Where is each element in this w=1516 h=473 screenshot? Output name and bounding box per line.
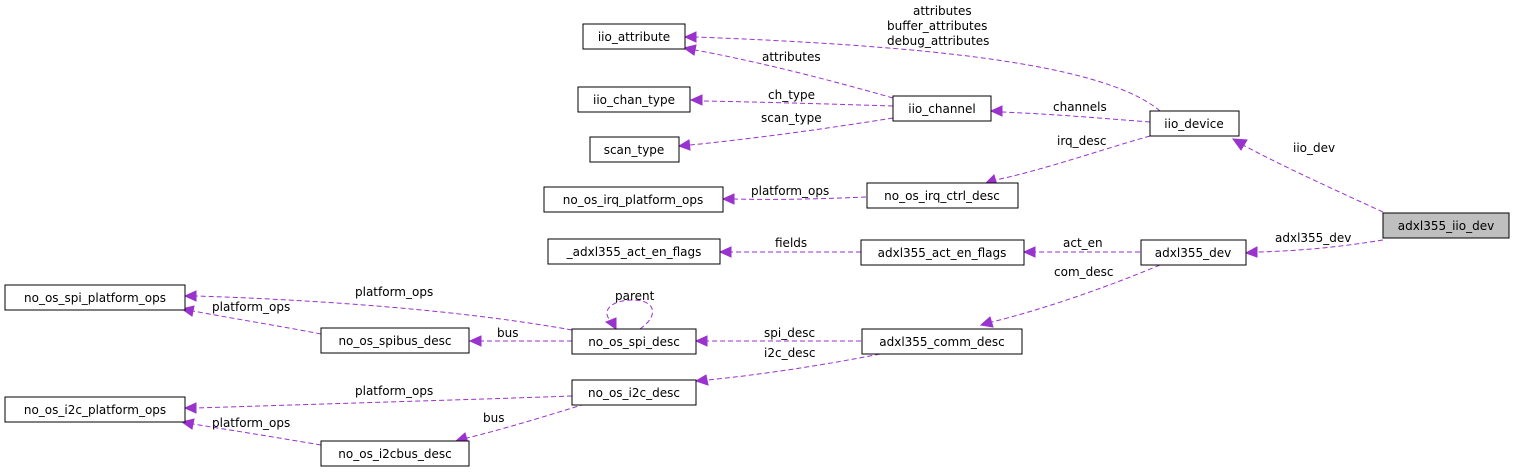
node-adxl355-act-en-flags[interactable]: adxl355_act_en_flags [860, 239, 1025, 266]
edge-irq-platform-ops: platform_ops [721, 184, 867, 205]
node-no-os-i2cbus-desc[interactable]: no_os_i2cbus_desc [320, 440, 470, 467]
edge-label-channels: channels [1053, 100, 1107, 114]
edge-label-channel-attributes: attributes [762, 50, 821, 64]
node-iio-chan-type[interactable]: iio_chan_type [577, 86, 691, 113]
node-label-adxl355-act-en-flags-inner: _adxl355_act_en_flags [566, 245, 702, 259]
node-label-adxl355-dev: adxl355_dev [1155, 246, 1231, 260]
node-no-os-spibus-desc[interactable]: no_os_spibus_desc [320, 327, 470, 354]
edge-iio-dev: iio_dev [1231, 138, 1384, 213]
node-label-adxl355-iio-dev: adxl355_iio_dev [1398, 219, 1494, 233]
edge-irq-desc: irq_desc [983, 134, 1151, 186]
edge-label-i2c-desc: i2c_desc [764, 346, 815, 360]
edge-label-com-desc: com_desc [1054, 265, 1113, 279]
edge-spi-desc: spi_desc [694, 326, 862, 347]
node-label-iio-channel: iio_channel [908, 102, 976, 116]
node-no-os-irq-platform-ops[interactable]: no_os_irq_platform_ops [543, 186, 724, 213]
node-label-iio-attribute: iio_attribute [598, 30, 670, 44]
edge-label-parent: parent [615, 289, 655, 303]
edge-label-debug-attributes: debug_attributes [887, 34, 989, 48]
edge-label-iio-dev: iio_dev [1293, 141, 1335, 155]
edge-label-act-en: act_en [1063, 236, 1103, 250]
node-label-adxl355-comm-desc: adxl355_comm_desc [879, 335, 1004, 349]
edge-act-en: act_en [1022, 236, 1140, 258]
edge-label-ch-type: ch_type [768, 88, 815, 102]
edge-label-irq-platform-ops: platform_ops [751, 184, 829, 198]
edge-channel-attributes: attributes [682, 44, 894, 99]
node-adxl355-iio-dev[interactable]: adxl355_iio_dev [1382, 212, 1510, 239]
edge-channels: channels [989, 100, 1151, 123]
node-iio-channel[interactable]: iio_channel [892, 95, 992, 122]
node-label-iio-chan-type: iio_chan_type [593, 93, 675, 107]
edge-label-buffer-attributes: buffer_attributes [887, 19, 987, 33]
node-adxl355-comm-desc[interactable]: adxl355_comm_desc [861, 328, 1023, 355]
node-iio-attribute[interactable]: iio_attribute [582, 23, 686, 50]
edge-i2c-bus: bus [454, 403, 586, 444]
edge-device-attributes: attributes buffer_attributes debug_attri… [683, 4, 1161, 112]
node-label-scan-type: scan_type [604, 143, 665, 157]
edge-scan-type: scan_type [677, 111, 894, 151]
node-iio-device[interactable]: iio_device [1149, 110, 1240, 137]
node-label-no-os-spibus-desc: no_os_spibus_desc [338, 334, 451, 348]
node-label-no-os-irq-platform-ops: no_os_irq_platform_ops [563, 193, 703, 207]
node-no-os-spi-desc[interactable]: no_os_spi_desc [571, 328, 697, 355]
edge-i2c-platform-ops: platform_ops [183, 384, 573, 414]
nodes: adxl355_iio_dev iio_device adxl355_dev i… [4, 23, 1510, 467]
node-adxl355-dev[interactable]: adxl355_dev [1140, 239, 1247, 266]
node-label-no-os-spi-platform-ops: no_os_spi_platform_ops [24, 291, 166, 305]
node-label-no-os-i2c-desc: no_os_i2c_desc [588, 386, 680, 400]
node-no-os-i2c-platform-ops[interactable]: no_os_i2c_platform_ops [4, 396, 186, 423]
node-label-no-os-spi-desc: no_os_spi_desc [588, 335, 680, 349]
node-label-iio-device: iio_device [1164, 117, 1223, 131]
edges: iio_dev adxl355_dev attributes buffer_at… [180, 4, 1384, 446]
edge-adxl355-dev: adxl355_dev [1244, 231, 1384, 258]
edge-spi-bus: bus [468, 326, 573, 347]
edge-label-irq-desc: irq_desc [1057, 134, 1107, 148]
edge-label-i2c-platform-ops: platform_ops [355, 384, 433, 398]
edge-spibus-platform-ops: platform_ops [180, 300, 322, 335]
edge-i2cbus-platform-ops: platform_ops [180, 416, 322, 446]
node-scan-type[interactable]: scan_type [589, 136, 680, 163]
edge-label-i2c-bus: bus [483, 411, 504, 425]
node-no-os-spi-platform-ops[interactable]: no_os_spi_platform_ops [4, 284, 186, 311]
node-adxl355-act-en-flags-inner[interactable]: _adxl355_act_en_flags [547, 238, 721, 265]
node-no-os-irq-ctrl-desc[interactable]: no_os_irq_ctrl_desc [866, 182, 1019, 209]
edge-com-desc: com_desc [979, 264, 1161, 328]
edge-fields: fields [718, 236, 861, 258]
edge-label-adxl355-dev: adxl355_dev [1275, 231, 1351, 245]
edge-label-scan-type: scan_type [761, 111, 822, 125]
edge-label-attributes: attributes [913, 4, 972, 18]
node-label-adxl355-act-en-flags: adxl355_act_en_flags [878, 246, 1007, 260]
edge-label-spi-platform-ops: platform_ops [355, 285, 433, 299]
edge-i2c-desc: i2c_desc [694, 346, 881, 386]
node-label-no-os-i2c-platform-ops: no_os_i2c_platform_ops [24, 403, 166, 417]
edge-spi-platform-ops: platform_ops [183, 285, 573, 331]
node-label-no-os-i2cbus-desc: no_os_i2cbus_desc [338, 447, 451, 461]
edge-label-spi-desc: spi_desc [764, 326, 815, 340]
edge-parent: parent [604, 289, 655, 330]
edge-label-spibus-platform-ops: platform_ops [212, 300, 290, 314]
edge-label-spi-bus: bus [497, 326, 518, 340]
node-no-os-i2c-desc[interactable]: no_os_i2c_desc [571, 379, 697, 406]
edge-label-i2cbus-platform-ops: platform_ops [212, 416, 290, 430]
node-label-no-os-irq-ctrl-desc: no_os_irq_ctrl_desc [884, 189, 1000, 203]
edge-label-fields: fields [775, 236, 807, 250]
edge-ch-type: ch_type [689, 88, 894, 107]
